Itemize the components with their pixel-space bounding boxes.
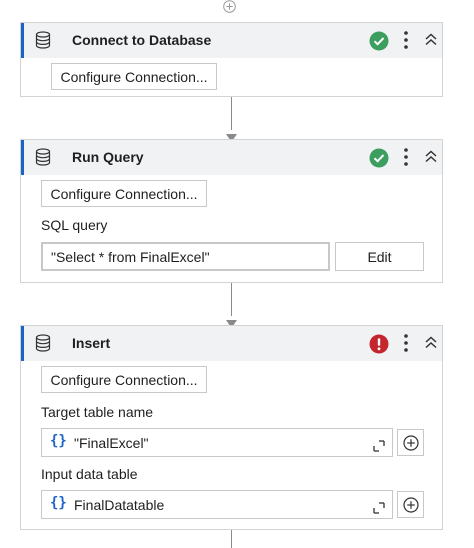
sql-query-label: SQL query bbox=[41, 217, 108, 233]
configure-connection-button[interactable]: Configure Connection... bbox=[51, 63, 217, 90]
more-options-icon[interactable] bbox=[401, 29, 411, 51]
target-table-input[interactable]: {} "FinalExcel" bbox=[41, 428, 393, 457]
expression-braces-icon: {} bbox=[50, 433, 67, 449]
error-exclamation-icon[interactable] bbox=[369, 334, 389, 354]
more-options-icon[interactable] bbox=[401, 332, 411, 354]
input-data-table-label: Input data table bbox=[41, 466, 138, 482]
connector-line bbox=[231, 283, 232, 316]
activity-title: Run Query bbox=[72, 149, 144, 165]
activity-title: Insert bbox=[72, 335, 111, 351]
configure-connection-button[interactable]: Configure Connection... bbox=[41, 180, 207, 207]
more-options-icon[interactable] bbox=[401, 146, 411, 168]
sql-query-input[interactable]: "Select * from FinalExcel" bbox=[41, 242, 330, 271]
activity-card-connect-database: Connect to Database Configure Connection… bbox=[20, 22, 443, 97]
add-variable-button[interactable] bbox=[397, 429, 424, 456]
input-data-table-value: FinalDatatable bbox=[74, 497, 165, 513]
edit-query-button[interactable]: Edit bbox=[335, 242, 424, 271]
connector-arrow-icon bbox=[226, 315, 237, 328]
activity-header[interactable]: Insert bbox=[21, 326, 442, 361]
expression-braces-icon: {} bbox=[50, 495, 67, 511]
database-icon bbox=[35, 31, 51, 49]
sql-query-value: "Select * from FinalExcel" bbox=[51, 249, 210, 265]
database-icon bbox=[35, 334, 51, 352]
connector-line bbox=[231, 530, 232, 548]
database-icon bbox=[35, 148, 51, 166]
activity-title: Connect to Database bbox=[72, 32, 212, 48]
collapse-chevron-icon[interactable] bbox=[422, 148, 440, 166]
expand-editor-icon[interactable] bbox=[373, 501, 385, 514]
activity-card-insert: Insert Configure Connection... Target ta… bbox=[20, 325, 443, 530]
target-table-label: Target table name bbox=[41, 404, 154, 420]
collapse-chevron-icon[interactable] bbox=[422, 334, 440, 352]
add-activity-icon[interactable] bbox=[223, 0, 236, 13]
connector-arrow-icon bbox=[226, 129, 237, 142]
expand-editor-icon[interactable] bbox=[373, 439, 385, 452]
success-check-icon bbox=[369, 148, 389, 168]
add-variable-button[interactable] bbox=[397, 491, 424, 518]
configure-connection-button[interactable]: Configure Connection... bbox=[41, 366, 207, 393]
activity-header[interactable]: Connect to Database bbox=[21, 23, 442, 58]
activity-header[interactable]: Run Query bbox=[21, 140, 442, 175]
connector-line bbox=[231, 97, 232, 130]
input-data-table-input[interactable]: {} FinalDatatable bbox=[41, 490, 393, 519]
collapse-chevron-icon[interactable] bbox=[422, 31, 440, 49]
success-check-icon bbox=[369, 31, 389, 51]
target-table-value: "FinalExcel" bbox=[74, 435, 149, 451]
activity-card-run-query: Run Query Configure Connection... SQL qu… bbox=[20, 139, 443, 283]
